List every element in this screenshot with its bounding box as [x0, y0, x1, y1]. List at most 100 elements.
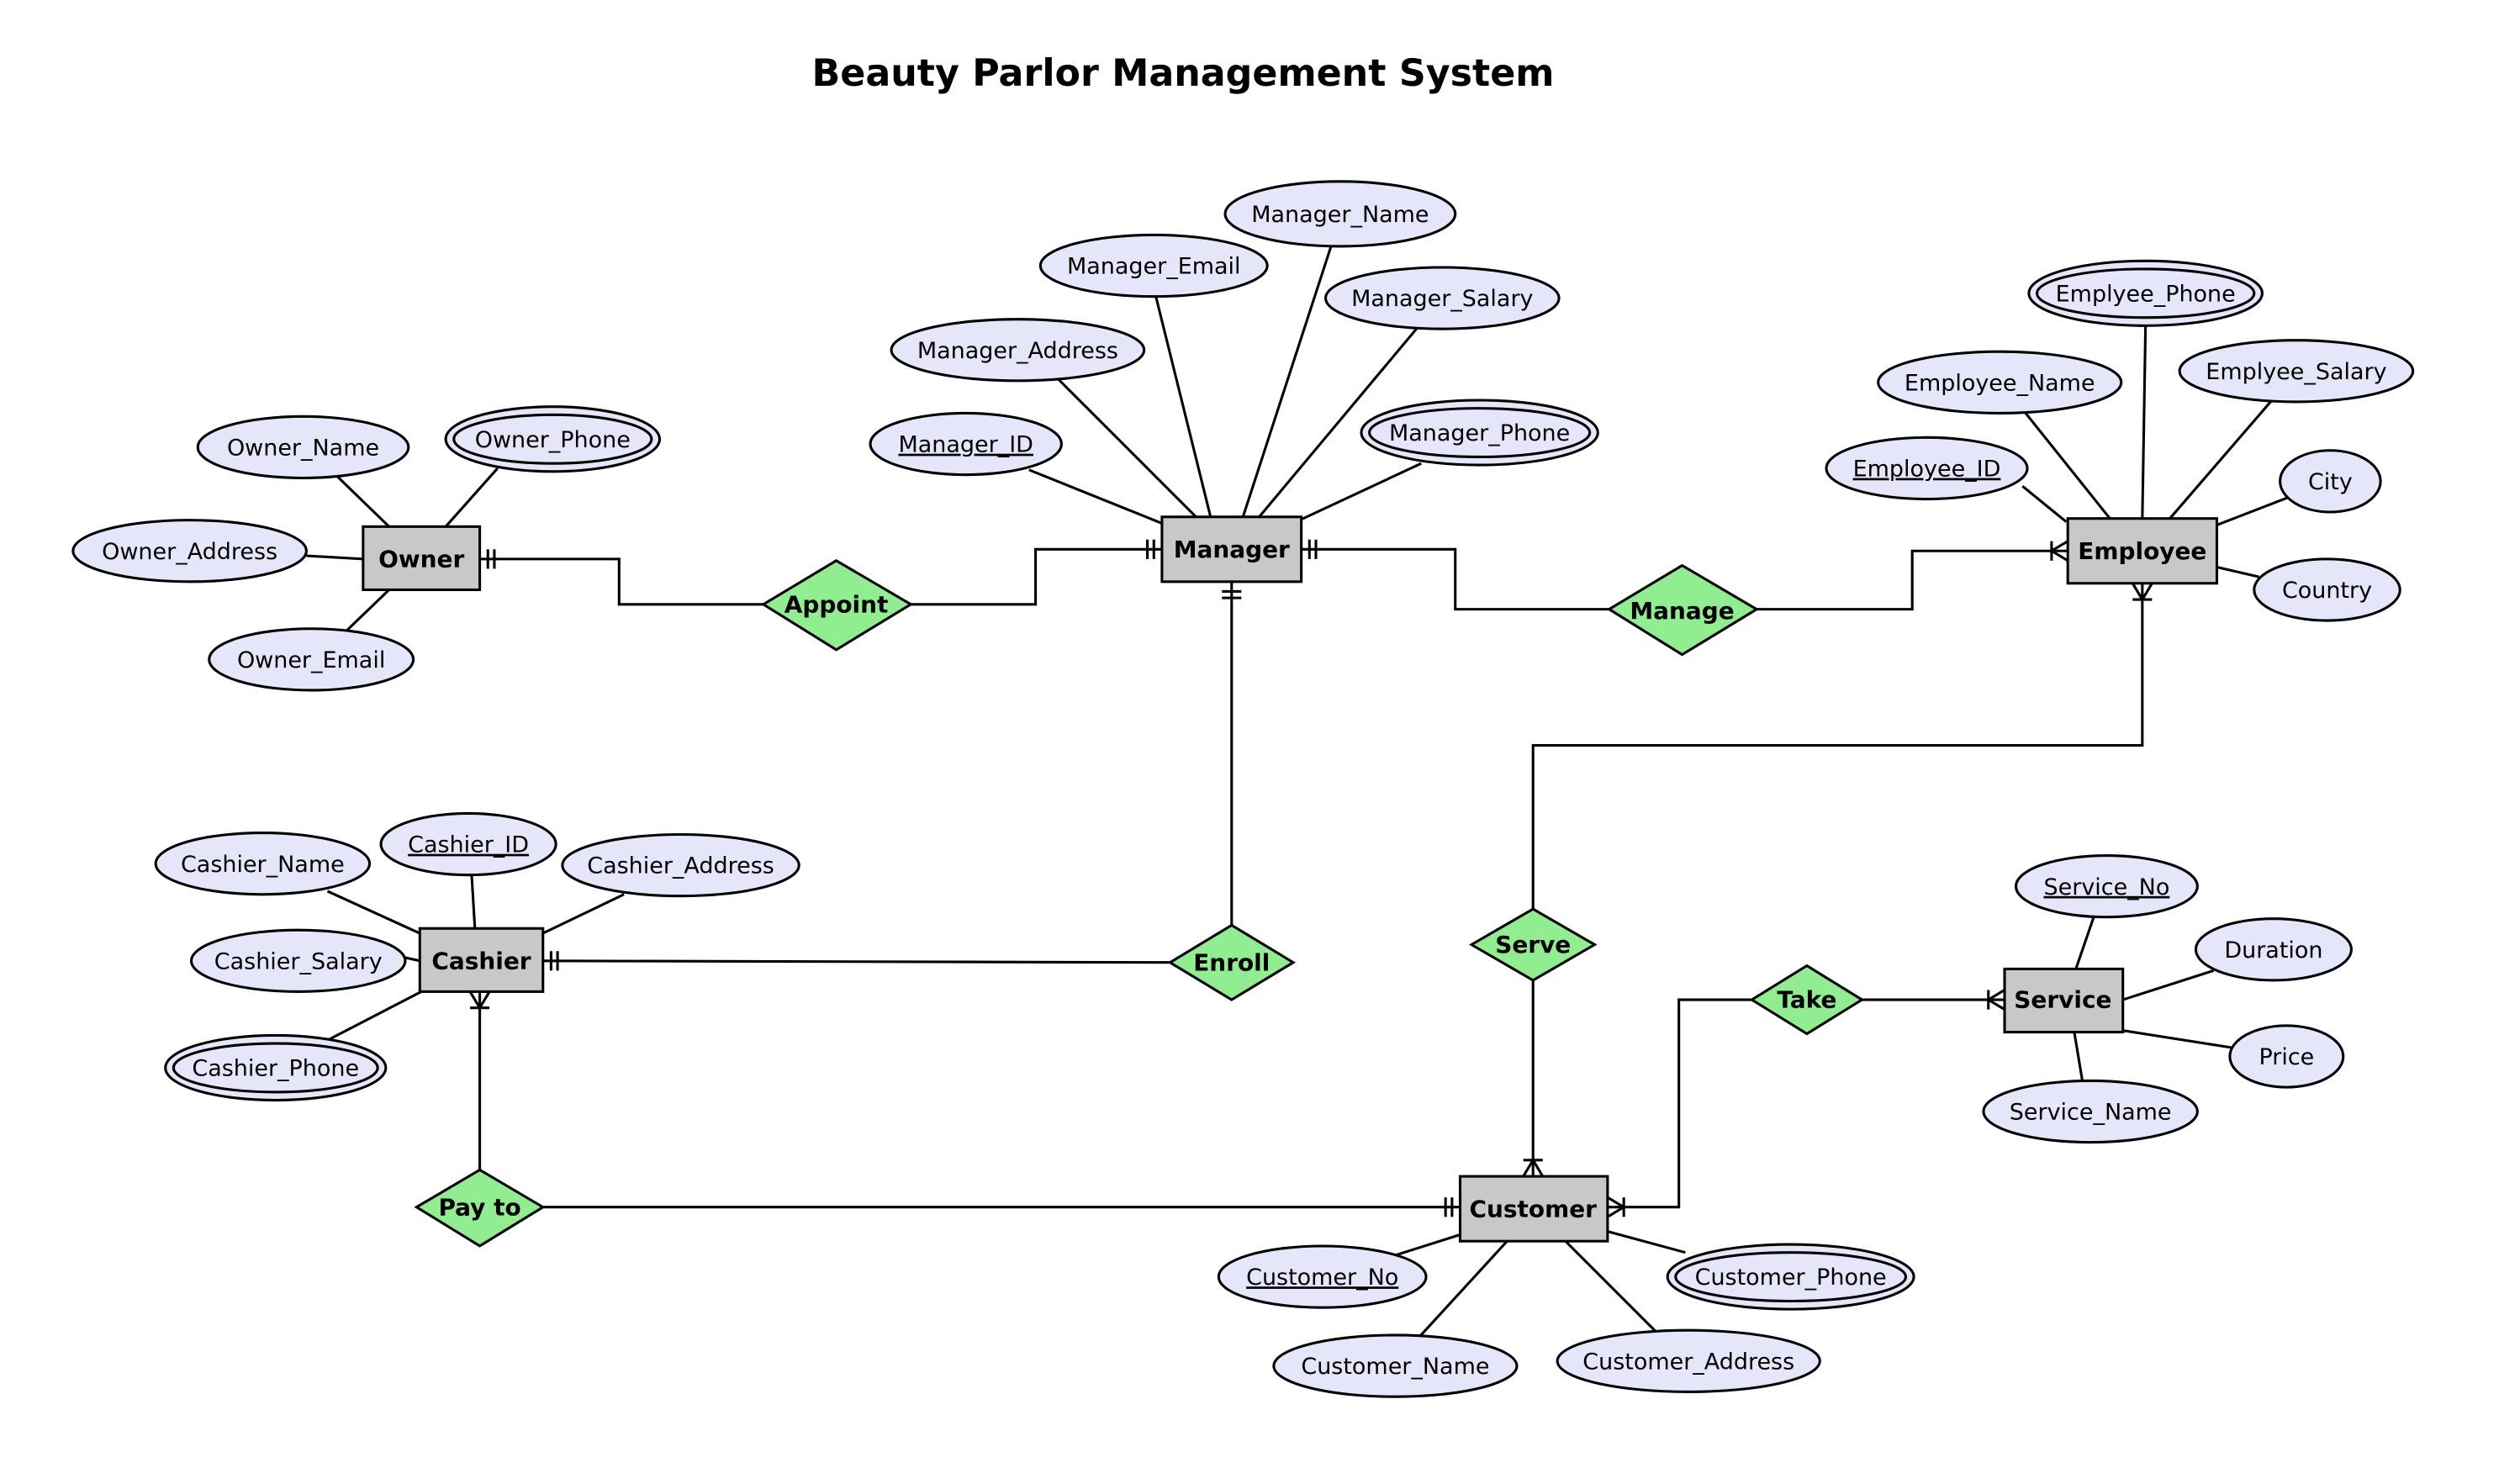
attr-manager-address-label: Manager_Address [917, 338, 1118, 364]
relationship-manage[interactable]: Manage [1606, 563, 1760, 657]
attr-employee-country-label: Country [2282, 578, 2372, 604]
entity-cashier-box [418, 927, 545, 993]
attr-service-duration[interactable]: Duration [2194, 917, 2353, 982]
attr-owner-email[interactable]: Owner_Email [208, 627, 415, 692]
attr-cashier-salary[interactable]: Cashier_Salary [190, 928, 407, 993]
line-owner-appoint [479, 557, 763, 606]
attr-employee-id-shape [1825, 436, 2029, 501]
attr-manager-id-label: Manager_ID [899, 432, 1033, 458]
line-customer-name [1417, 1240, 1508, 1339]
attr-cashier-id-shape [379, 811, 557, 877]
line-manager-salary [1258, 328, 1418, 518]
line-manager-phone [1299, 462, 1422, 522]
attr-customer-phone[interactable]: Customer_Phone [1666, 1243, 1915, 1311]
entity-customer[interactable]: Customer [1458, 1175, 1609, 1243]
attr-cashier-address-label: Cashier_Address [587, 853, 774, 879]
diagram-title: Beauty Parlor Management System [811, 52, 1554, 95]
relationship-serve-label: Serve [1495, 931, 1571, 958]
attr-owner-phone-shape [452, 413, 653, 465]
relationship-take[interactable]: Take [1749, 964, 1865, 1036]
attr-customer-name[interactable]: Customer_Name [1272, 1333, 1519, 1398]
attr-cashier-phone-shape [172, 1042, 379, 1094]
attr-cashier-id-label: Cashier_ID [408, 832, 529, 858]
attr-service-name[interactable]: Service_Name [1982, 1079, 2199, 1144]
marker-cashier-payto-many [468, 990, 491, 1010]
marker-employee-serve-many-stroke [2131, 582, 2144, 600]
attr-owner-phone[interactable]: Owner_Phone [444, 405, 662, 473]
entity-service[interactable]: Service [2003, 967, 2125, 1034]
attr-manager-phone[interactable]: Manager_Phone [1360, 399, 1599, 467]
attr-manager-phone-label: Manager_Phone [1389, 420, 1570, 446]
attr-employee-id[interactable]: Employee_ID [1825, 436, 2029, 501]
attr-customer-name-label: Customer_Name [1301, 1354, 1489, 1380]
attr-employee-country[interactable]: Country [2253, 557, 2401, 622]
line-service-no [2074, 916, 2095, 969]
attr-employee-city-shape [2279, 449, 2382, 514]
connector-lines [306, 242, 2289, 1339]
attr-customer-address-label: Customer_Address [1582, 1349, 1794, 1375]
attr-customer-no[interactable]: Customer_No [1217, 1244, 1428, 1309]
relationship-pay-to[interactable]: Pay to [414, 1168, 546, 1248]
entity-cashier-label: Cashier [431, 947, 531, 974]
attr-manager-name[interactable]: Manager_Name [1223, 180, 1457, 248]
line-service-duration [2122, 969, 2215, 1001]
line-manager-email [1154, 294, 1212, 518]
attr-customer-name-shape [1272, 1333, 1519, 1398]
attr-employee-salary-label: Emplyee_Salary [2206, 359, 2386, 385]
attr-owner-phone-label: Owner_Phone [475, 427, 631, 453]
line-manager-name [1241, 242, 1334, 518]
attr-customer-phone-label: Customer_Phone [1695, 1265, 1887, 1291]
attr-customer-address-shape [1556, 1328, 1821, 1393]
attr-owner-phone-shape [444, 405, 662, 473]
attr-employee-phone-label: Emplyee_Phone [2056, 281, 2236, 307]
marker-manager-manage-one [1308, 539, 1318, 559]
attr-owner-name-label: Owner_Name [227, 436, 379, 462]
attr-manager-phone-shape [1368, 407, 1592, 458]
attr-cashier-id[interactable]: Cashier_ID [379, 811, 557, 877]
relationship-enroll[interactable]: Enroll [1167, 923, 1296, 1001]
attr-manager-salary-label: Manager_Salary [1351, 286, 1533, 312]
attr-owner-name[interactable]: Owner_Name [196, 415, 410, 480]
line-employee-serve [1531, 583, 2144, 910]
attr-employee-city[interactable]: City [2279, 449, 2382, 514]
line-cashier-id [470, 874, 477, 929]
entity-cashier[interactable]: Cashier [418, 927, 545, 993]
attr-manager-salary[interactable]: Manager_Salary [1324, 266, 1561, 330]
marker-customer-take-many-stroke [1607, 1206, 1625, 1218]
attr-cashier-phone[interactable]: Cashier_Phone [164, 1033, 388, 1102]
marker-service-take-many-stroke [1987, 989, 2005, 1001]
attr-service-name-shape [1982, 1079, 2199, 1144]
attr-owner-address[interactable]: Owner_Address [71, 519, 308, 584]
attr-manager-address[interactable]: Manager_Address [890, 318, 1146, 383]
attr-employee-salary[interactable]: Emplyee_Salary [2178, 339, 2415, 404]
attr-manager-id-shape [869, 411, 1063, 477]
attr-manager-id[interactable]: Manager_ID [869, 411, 1063, 477]
relationship-take-label: Take [1777, 986, 1836, 1014]
entity-manager[interactable]: Manager [1160, 515, 1303, 584]
attr-owner-name-shape [196, 415, 410, 480]
entity-owner[interactable]: Owner [362, 525, 482, 592]
attr-cashier-address[interactable]: Cashier_Address [561, 832, 800, 898]
line-cashier-phone [326, 990, 422, 1042]
marker-service-take-many-stroke [1987, 998, 2005, 1011]
attr-employee-name[interactable]: Employee_Name [1877, 350, 2123, 415]
relationship-serve-diamond [1468, 907, 1598, 982]
attr-service-no[interactable]: Service_No [2014, 853, 2199, 919]
relationship-appoint[interactable]: Appoint [760, 559, 914, 652]
attr-service-price[interactable]: Price [2228, 1024, 2345, 1089]
attr-manager-email[interactable]: Manager_Email [1038, 233, 1269, 298]
attr-employee-phone[interactable]: Emplyee_Phone [2027, 259, 2264, 327]
attr-cashier-phone-shape [164, 1033, 388, 1102]
line-owner-name [334, 473, 390, 528]
attr-customer-address[interactable]: Customer_Address [1556, 1328, 1821, 1393]
entity-manager-label: Manager [1174, 536, 1290, 563]
relationship-serve[interactable]: Serve [1468, 907, 1598, 982]
line-manager-id [1028, 468, 1163, 525]
line-appoint-manager [911, 547, 1162, 606]
attr-cashier-name[interactable]: Cashier_Name [154, 832, 372, 896]
line-enroll-cashier [542, 959, 1170, 964]
attr-service-no-shape [2014, 853, 2199, 919]
entity-employee[interactable]: Employee [2066, 517, 2219, 585]
line-employee-id [2021, 484, 2068, 523]
attr-employee-name-label: Employee_Name [1905, 370, 2095, 396]
